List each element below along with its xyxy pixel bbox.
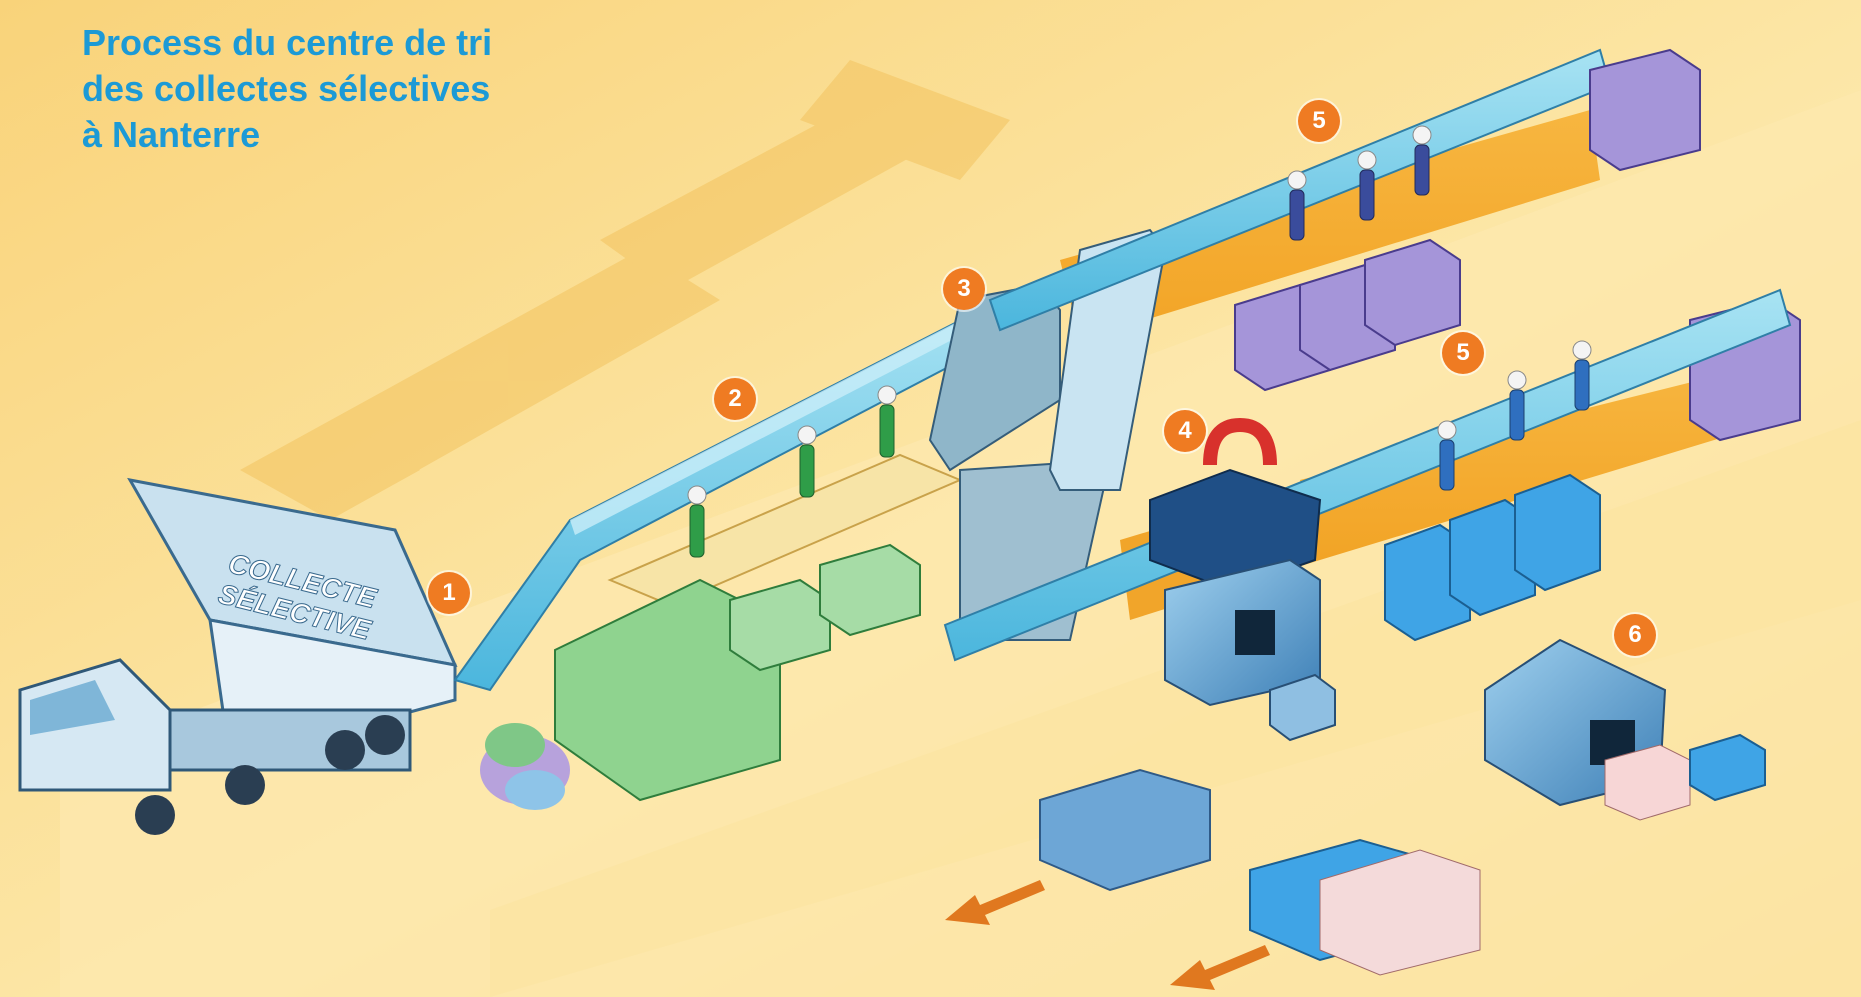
step-badge: 1 <box>428 572 470 614</box>
purple-bin-end <box>1589 48 1701 172</box>
collection-truck: COLLECTE SÉLECTIVE <box>18 477 458 835</box>
magnet-icon <box>1203 417 1277 466</box>
title-line3: à Nanterre <box>82 114 261 155</box>
truck-wheel <box>365 715 405 755</box>
waste-pile <box>480 723 570 810</box>
diagram-title: Process du centre de tri des collectes s… <box>82 20 492 158</box>
step-badge: 5 <box>1298 100 1340 142</box>
lower-platform <box>1300 360 1780 560</box>
workers-upper-line <box>1287 125 1432 241</box>
step-badge: 6 <box>1614 614 1656 656</box>
truck-wheel <box>325 730 365 770</box>
workers-green-line <box>687 385 897 558</box>
title-line2: des collectes sélectives <box>82 68 491 109</box>
truck-wheel <box>225 765 265 805</box>
bale <box>1689 733 1766 802</box>
exit-arrow-icon <box>1170 945 1270 990</box>
truck-wheel <box>135 795 175 835</box>
step-badge: 4 <box>1164 410 1206 452</box>
workers-lower-line <box>1437 340 1592 491</box>
step-badge: 5 <box>1442 332 1484 374</box>
exit-arrow-icon <box>945 880 1045 925</box>
step-badge: 2 <box>714 378 756 420</box>
title-line1: Process du centre de tri <box>82 22 493 63</box>
upper-platform <box>1060 110 1600 340</box>
baler-press <box>1484 638 1766 821</box>
exit-arrows <box>945 880 1270 990</box>
magnet-unit <box>1149 417 1336 742</box>
output-bales <box>1039 768 1481 976</box>
watermark-recycle-arrows <box>240 60 1010 520</box>
step-badge: 3 <box>943 268 985 310</box>
green-skip <box>554 578 781 802</box>
bale <box>1604 744 1691 821</box>
blue-bins <box>1384 473 1601 642</box>
green-containers <box>554 543 921 802</box>
